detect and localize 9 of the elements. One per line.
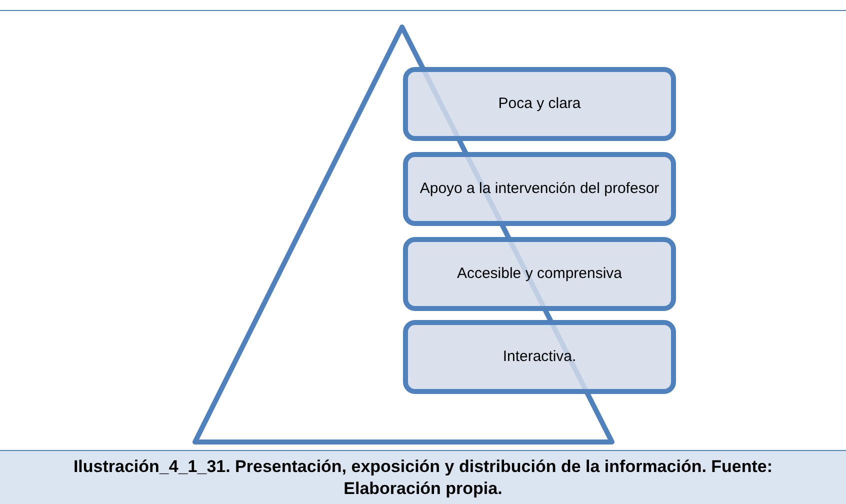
box-text: Interactiva. bbox=[502, 347, 576, 367]
box-text: Poca y clara bbox=[498, 94, 581, 114]
rounded-box bbox=[403, 320, 676, 394]
rounded-box bbox=[403, 67, 676, 141]
box-text: Apoyo a la intervención del profesor bbox=[420, 179, 660, 199]
box-text: Accesible y comprensiva bbox=[456, 264, 622, 284]
rounded-box bbox=[403, 237, 676, 311]
rounded-box bbox=[403, 152, 676, 226]
caption-text: Ilustración_4_1_31. Presentación, exposición y distribución de la información. Fuente: Elaboración propia. bbox=[72, 456, 774, 500]
